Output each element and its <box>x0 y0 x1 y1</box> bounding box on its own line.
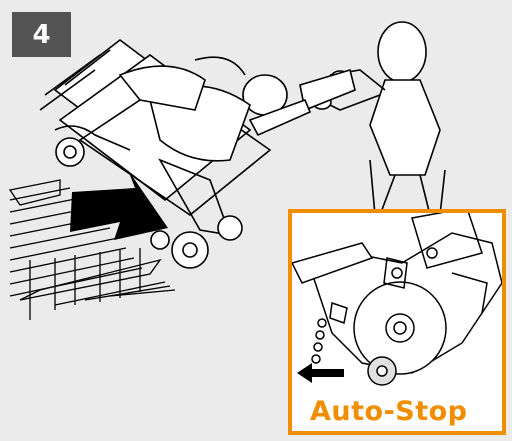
staircase <box>8 179 176 320</box>
auto-stop-mechanism-drawing <box>292 213 502 386</box>
step-number-badge: 4 <box>12 12 71 57</box>
arrow-up-right-icon <box>70 170 168 240</box>
auto-stop-label: Auto-Stop <box>310 396 468 427</box>
attendant <box>248 21 446 216</box>
auto-stop-detail-inset: Auto-Stop <box>288 209 506 435</box>
arrow-left-icon <box>297 363 344 383</box>
occupant <box>118 56 288 162</box>
